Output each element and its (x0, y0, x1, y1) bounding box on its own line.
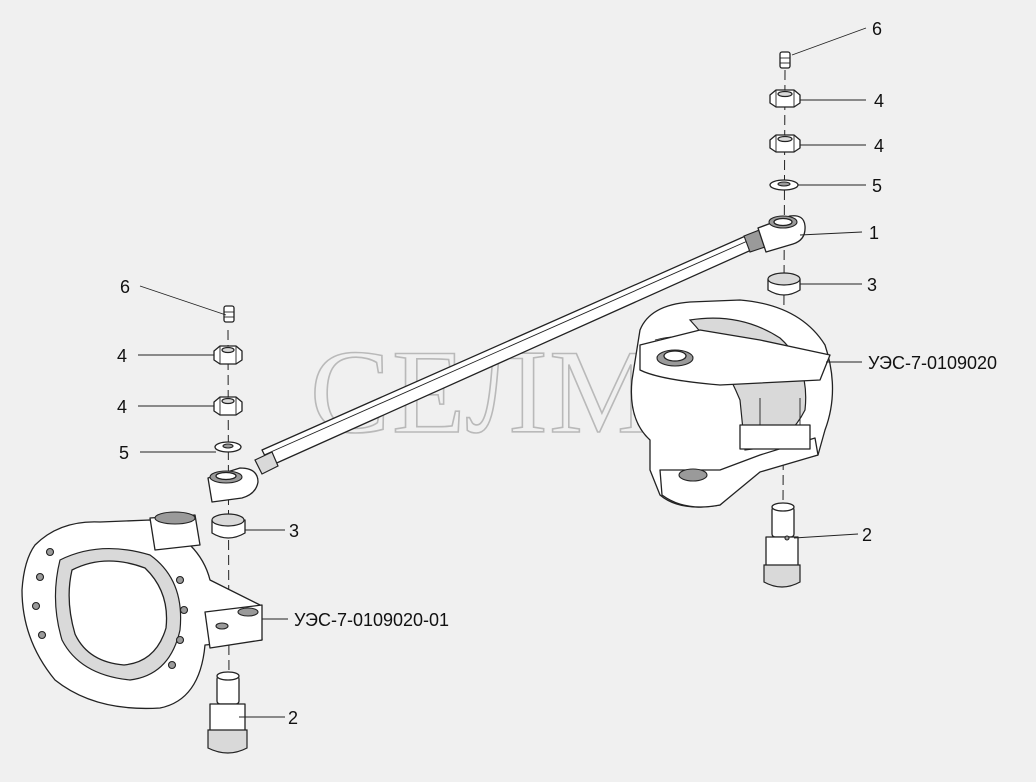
callout-right-4b: 4 (874, 136, 884, 156)
left-king-pin (207, 671, 248, 754)
right-bushing (767, 272, 801, 296)
callout-left-6: 6 (120, 277, 130, 297)
right-knuckle-housing (630, 299, 834, 508)
right-king-pin (763, 502, 801, 588)
callout-right-5: 5 (872, 176, 882, 196)
leader-lines (138, 27, 867, 718)
left-washer (214, 441, 242, 453)
callout-left-4b: 4 (117, 397, 127, 417)
left-hex-nut-upper (213, 345, 243, 365)
callout-right-3: 3 (867, 275, 877, 295)
callout-left-assembly: УЭС-7-0109020-01 (294, 610, 449, 630)
callout-left-3: 3 (289, 521, 299, 541)
right-hex-nut-upper (769, 89, 801, 108)
callout-left-2: 2 (288, 708, 298, 728)
callout-right-2: 2 (862, 525, 872, 545)
right-hex-nut-lower (769, 134, 801, 153)
left-rod-end (207, 467, 259, 503)
right-grease-nipple (779, 51, 791, 69)
left-bushing (211, 513, 246, 539)
callout-right-1: 1 (869, 223, 879, 243)
callout-right-assembly: УЭС-7-0109020 (868, 353, 997, 373)
left-knuckle-housing (21, 511, 263, 710)
callout-left-4a: 4 (117, 346, 127, 366)
callout-right-4a: 4 (874, 91, 884, 111)
right-washer (769, 179, 799, 191)
tie-rod (254, 215, 806, 475)
callout-right-6: 6 (872, 19, 882, 39)
watermark-text: СЕЛМ (310, 325, 658, 458)
callout-left-5: 5 (119, 443, 129, 463)
left-hex-nut-lower (213, 396, 243, 416)
left-grease-nipple (223, 305, 235, 323)
